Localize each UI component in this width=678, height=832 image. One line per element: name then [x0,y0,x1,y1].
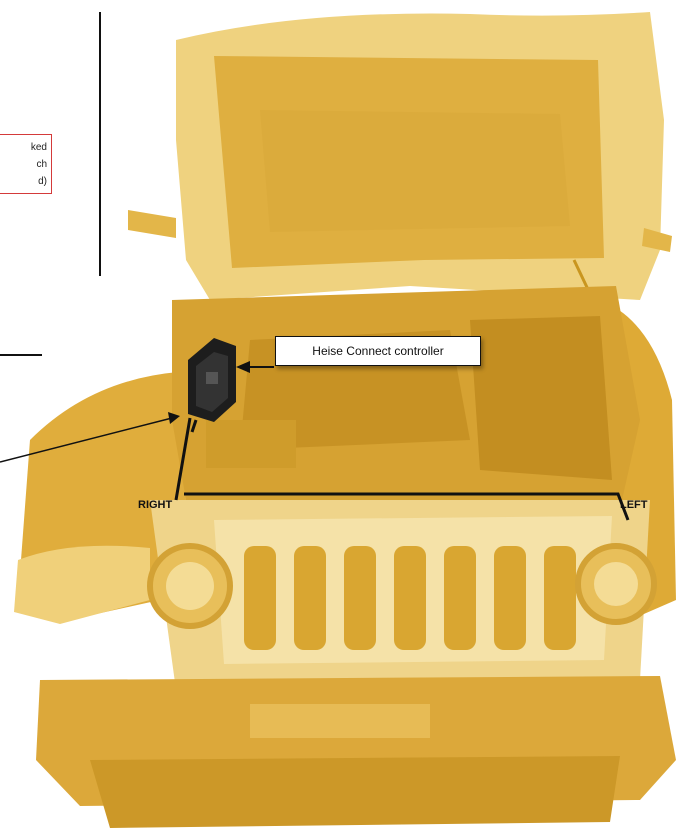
note-line-2: ch [0,156,47,173]
controller-label: Heise Connect controller [312,344,443,358]
hood-inner-shade [260,110,570,232]
hood-prop-left [128,210,176,238]
note-line-1: ked [0,139,47,156]
note-line-3: d) [0,173,47,190]
left-label: LEFT [620,499,648,511]
bumper-lower [90,756,620,828]
partial-note-box: ked ch d) [0,134,52,194]
airbox [206,420,296,468]
fender-flare [14,546,150,624]
controller-label-box: Heise Connect controller [275,336,481,366]
engine-right-components [470,316,612,480]
right-label: RIGHT [138,499,172,511]
